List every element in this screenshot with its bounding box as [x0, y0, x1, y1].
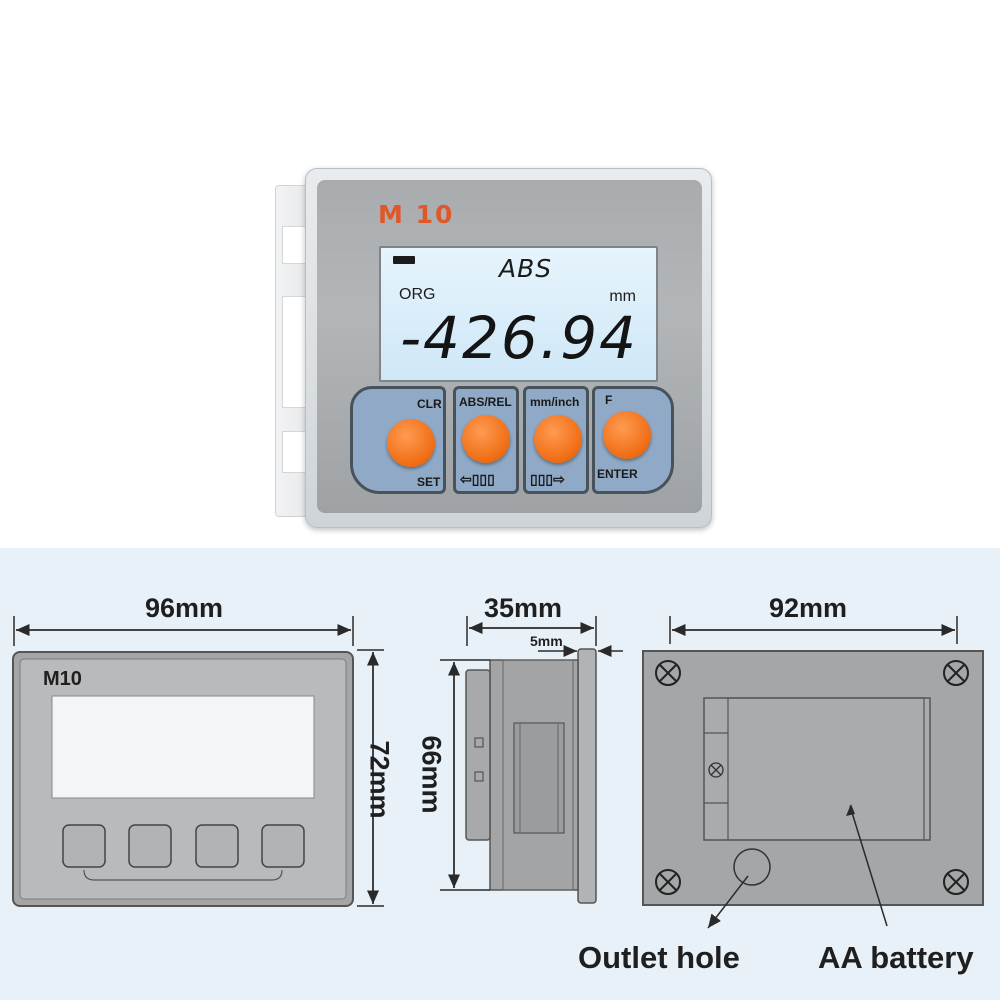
- front-height-label: 72mm: [364, 740, 395, 819]
- key-bottom-label: ENTER: [597, 467, 638, 481]
- lcd-unit: mm: [609, 288, 636, 305]
- key-mm-inch: mm/inch ▯▯▯⇨: [523, 386, 589, 494]
- lcd-origin: ORG: [399, 286, 436, 303]
- clr-set-button[interactable]: [387, 419, 435, 467]
- front-view-drawing: [12, 616, 384, 907]
- lcd-mode: ABS: [499, 254, 553, 283]
- key-top-label: F: [605, 393, 613, 407]
- front-width-label: 96mm: [145, 593, 224, 623]
- lcd-display: ABS ORG mm -426.94: [379, 246, 658, 382]
- side-view-drawing: [440, 616, 623, 904]
- lcd-reading: -426.94: [400, 304, 638, 372]
- key-clr-set: CLR SET: [350, 386, 446, 494]
- key-bottom-label: SET: [417, 475, 441, 489]
- key-top-label: ABS/REL: [459, 395, 512, 409]
- key-f-enter: F ENTER: [592, 386, 674, 494]
- side-height-label: 66mm: [416, 735, 447, 814]
- mm-inch-button[interactable]: [534, 415, 582, 463]
- brand-logo: M 10: [378, 200, 455, 229]
- side-depth-label: 35mm: [484, 593, 563, 623]
- back-view-drawing: [642, 616, 984, 929]
- product-photo: M 10 ABS ORG mm -426.94 CLR SET ABS/REL …: [275, 168, 712, 528]
- dimension-lines: [12, 616, 984, 929]
- side-bezel-label: 5mm: [530, 633, 563, 649]
- dimension-drawings: 96mm M10 72mm 35mm 5mm 66mm 92mm Outlet …: [0, 548, 1000, 1000]
- key-bottom-label: ⇦▯▯▯: [460, 471, 495, 487]
- key-top-label: CLR: [417, 397, 442, 411]
- key-abs-rel: ABS/REL ⇦▯▯▯: [453, 386, 519, 494]
- outlet-hole-caption: Outlet hole: [578, 940, 740, 975]
- key-bottom-label: ▯▯▯⇨: [530, 471, 565, 487]
- key-top-label: mm/inch: [530, 395, 580, 409]
- f-enter-button[interactable]: [603, 411, 651, 459]
- aa-battery-caption: AA battery: [818, 940, 974, 975]
- front-model-label: M10: [43, 668, 82, 690]
- battery-indicator-icon: [393, 256, 415, 264]
- back-width-label: 92mm: [769, 593, 848, 623]
- abs-rel-button[interactable]: [462, 415, 510, 463]
- keypad: CLR SET ABS/REL ⇦▯▯▯ mm/inch ▯▯▯⇨ F ENTE…: [350, 386, 675, 498]
